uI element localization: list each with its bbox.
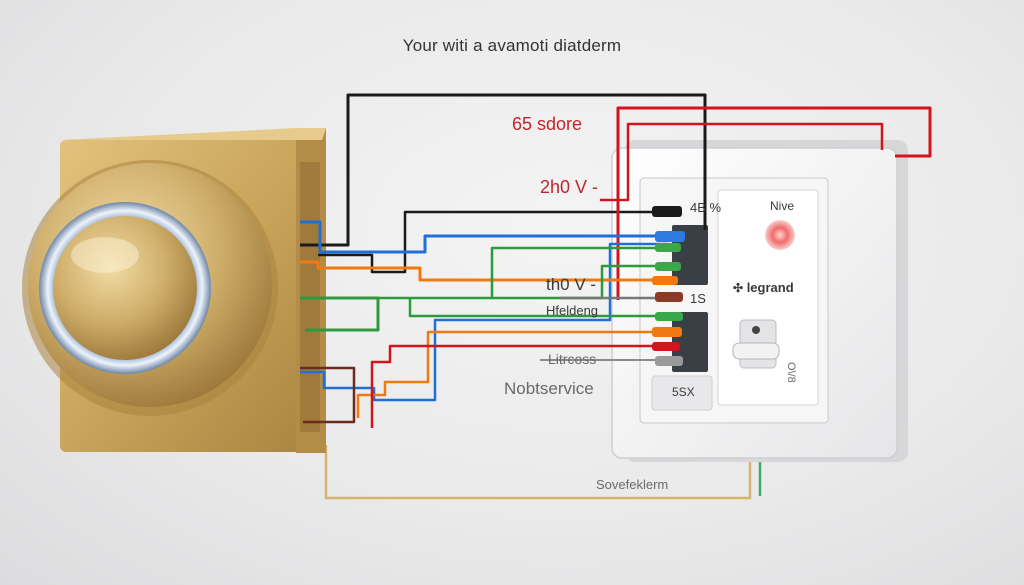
end-red — [652, 342, 680, 351]
brand-logo: ✣ legrand — [733, 281, 794, 294]
module-tab — [651, 375, 713, 411]
wire-red-inner — [600, 122, 884, 202]
end-green-a — [655, 243, 681, 252]
label-wire-b: Litrcoss — [548, 351, 597, 367]
wire-red-top — [616, 106, 932, 300]
wire-green-a — [300, 296, 380, 332]
wire-green-d — [408, 298, 668, 318]
wire-red-low — [370, 344, 668, 428]
wire-green-b — [378, 246, 668, 300]
wire-brown — [300, 366, 356, 424]
knob-shine — [71, 237, 139, 273]
end-grey — [655, 356, 683, 366]
end-orange — [652, 276, 678, 285]
right-panel — [717, 189, 819, 406]
plate-side — [296, 128, 326, 453]
knob-cap — [53, 216, 197, 360]
label-wire-c: Nobtservice — [504, 379, 594, 398]
diagram-title: Your witi a avamoti diatderm — [402, 36, 622, 55]
toggle-pivot — [752, 326, 760, 334]
brand-icon: ✣ — [733, 281, 744, 295]
wire-orange-b — [356, 330, 668, 418]
wire-green-c — [492, 264, 668, 300]
wire-blue-a — [300, 220, 668, 254]
wire-blue-b — [300, 242, 668, 402]
module-code-top: 4B % — [690, 200, 722, 215]
wire-black-mid — [318, 210, 668, 274]
label-mid-voltage: 2h0 V - — [540, 177, 599, 197]
label-bottom: Sovefeklerm — [596, 477, 669, 492]
label-top-voltage: 65 sdore — [512, 114, 583, 134]
end-blue — [655, 231, 685, 242]
end-green-c — [655, 312, 683, 321]
wire-orange-a — [300, 260, 668, 282]
end-green-b — [655, 262, 681, 271]
wire-bundle — [300, 93, 932, 428]
brand-name: legrand — [746, 280, 794, 295]
brass-switch — [22, 128, 326, 453]
module-code-bottom: 5SX — [672, 385, 695, 399]
legrand-module-box — [611, 140, 908, 462]
label-lower-voltage: th0 V - — [546, 275, 597, 294]
module-code-mid: 1S — [690, 291, 706, 306]
label-wire-a: Hfeldeng — [546, 303, 599, 318]
plate-top-bevel — [60, 128, 326, 140]
wire-black-top — [300, 93, 707, 247]
end-brown — [655, 292, 683, 302]
side-mark: O\/8 — [785, 362, 797, 383]
indicator-label: Nive — [770, 199, 795, 213]
toggle-lever — [732, 342, 780, 360]
wire-ends — [652, 206, 685, 366]
wire-tan — [324, 445, 752, 500]
end-black — [652, 206, 682, 217]
end-orange-b — [652, 327, 682, 337]
indicator-led — [765, 220, 795, 250]
